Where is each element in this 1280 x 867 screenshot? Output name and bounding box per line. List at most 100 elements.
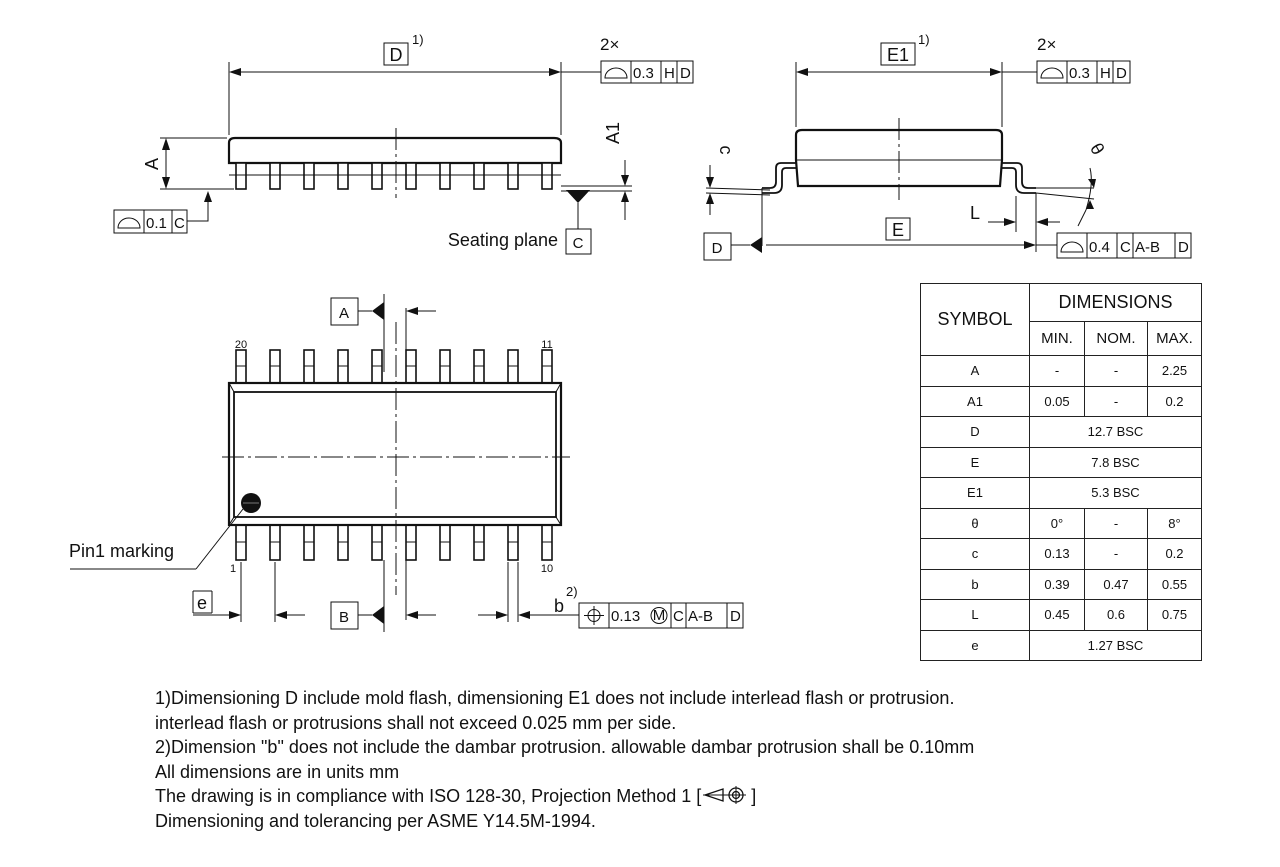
- svg-text:H: H: [664, 65, 675, 82]
- cell-max: 8°: [1147, 507, 1202, 539]
- note-line-3: 2)Dimension "b" does not include the dam…: [155, 737, 975, 757]
- note-line-6: Dimensioning and tolerancing per ASME Y1…: [155, 810, 596, 831]
- cell-bsc: 1.27 BSC: [1029, 629, 1202, 661]
- svg-text:D: D: [730, 608, 741, 625]
- cell-symbol: c: [920, 538, 1030, 570]
- profile-frame-A: 0.1 C: [113, 191, 212, 234]
- cell-nom: -: [1084, 385, 1148, 417]
- datum-A-box: [330, 297, 359, 326]
- note-line-4: All dimensions are in units mm: [155, 761, 400, 782]
- first-angle-projection-icon: [703, 786, 747, 804]
- cell-min: 0.45: [1029, 599, 1085, 631]
- header-max: MAX.: [1147, 321, 1202, 356]
- cell-nom: 0.6: [1084, 599, 1148, 631]
- header-dimensions: DIMENSIONS: [1029, 283, 1202, 322]
- dim-D-box: [383, 42, 409, 66]
- header-nom: NOM.: [1084, 321, 1148, 356]
- cell-symbol: e: [920, 629, 1030, 661]
- svg-text:C: C: [174, 215, 185, 232]
- header-min: MIN.: [1029, 321, 1085, 356]
- notes: 1)Dimensioning D include mold flash, dim…: [155, 686, 1265, 833]
- note-line-2: interlead flash or protrusions shall not…: [155, 712, 677, 733]
- svg-text:A-B: A-B: [688, 608, 713, 625]
- svg-text:M: M: [653, 607, 666, 624]
- svg-text:D: D: [1116, 65, 1127, 82]
- dim-E-box: [885, 217, 911, 241]
- side-view-body: [227, 136, 563, 165]
- top-view-body: [227, 381, 563, 527]
- svg-text:D: D: [680, 65, 691, 82]
- profile-frame-top-right: 0.3 H D: [1036, 60, 1131, 84]
- dim-theta-label: θ: [1086, 140, 1108, 159]
- header-symbol: SYMBOL: [920, 283, 1030, 356]
- seating-plane-label: Seating plane: [448, 230, 558, 250]
- side-view-pins: [229, 162, 561, 190]
- cell-symbol: θ: [920, 507, 1030, 539]
- pin-number-1: 1: [230, 563, 236, 575]
- cell-nom: 0.47: [1084, 568, 1148, 600]
- table-row: A--2.25: [920, 355, 1202, 387]
- dim-L-label: L: [970, 203, 980, 223]
- cell-nom: -: [1084, 507, 1148, 539]
- datum-B-label: B: [339, 609, 349, 626]
- dim-b-label: b: [554, 596, 564, 616]
- svg-text:0.1: 0.1: [146, 215, 167, 232]
- note-line-1: 1)Dimensioning D include mold flash, dim…: [155, 688, 955, 708]
- svg-text:C: C: [1120, 239, 1131, 256]
- pin-number-20: 20: [235, 339, 247, 351]
- cell-min: 0°: [1029, 507, 1085, 539]
- svg-text:H: H: [1100, 65, 1111, 82]
- dim-E1-label: E1: [887, 45, 909, 65]
- cell-bsc: 7.8 BSC: [1029, 446, 1202, 478]
- cell-symbol: D: [920, 416, 1030, 448]
- datum-D-label: D: [712, 240, 723, 257]
- svg-text:0.13: 0.13: [611, 608, 640, 625]
- count-2x-top-left: 2×: [600, 35, 619, 54]
- dim-A-label: A: [142, 158, 162, 170]
- dim-D-note: 1): [412, 32, 424, 47]
- cell-max: 0.2: [1147, 385, 1202, 417]
- pin-number-11: 11: [541, 339, 552, 351]
- dim-c-label: c: [716, 146, 736, 155]
- pin-number-10: 10: [541, 563, 553, 575]
- profile-frame-top-left: 0.3 H D: [600, 60, 694, 84]
- side-view: D 1) 2× 0.3 H D A A1 C: [113, 32, 694, 255]
- cell-max: 0.75: [1147, 599, 1202, 631]
- cell-symbol: A: [920, 355, 1030, 387]
- datum-A-label: A: [339, 305, 349, 322]
- cell-nom: -: [1084, 355, 1148, 387]
- svg-text:C: C: [673, 608, 684, 625]
- position-frame-b: 0.13 M C A-B D: [578, 602, 744, 629]
- datum-D-box: [703, 232, 732, 261]
- cell-symbol: E1: [920, 477, 1030, 509]
- cell-min: 0.13: [1029, 538, 1085, 570]
- cell-max: 0.2: [1147, 538, 1202, 570]
- dim-b-note: 2): [566, 584, 578, 599]
- cell-max: 2.25: [1147, 355, 1202, 387]
- svg-text:A-B: A-B: [1135, 239, 1160, 256]
- top-view-pins-upper: [235, 349, 553, 384]
- dimensions-table: SYMBOL DIMENSIONS MIN. NOM. MAX. A--2.25…: [920, 283, 1202, 661]
- datum-C-label: C: [573, 235, 584, 252]
- cell-nom: -: [1084, 538, 1148, 570]
- cell-symbol: b: [920, 568, 1030, 600]
- count-2x-top-right: 2×: [1037, 35, 1056, 54]
- cell-bsc: 12.7 BSC: [1029, 416, 1202, 448]
- cell-symbol: L: [920, 599, 1030, 631]
- cell-min: -: [1029, 355, 1085, 387]
- dim-E1-box: [880, 42, 916, 66]
- cell-bsc: 5.3 BSC: [1029, 477, 1202, 509]
- top-view: 20 11 1 10 Pin1 marking A B e: [69, 294, 744, 632]
- dim-e-label: e: [197, 593, 207, 613]
- pin1-marking-label: Pin1 marking: [69, 541, 174, 561]
- svg-text:0.4: 0.4: [1089, 239, 1110, 256]
- datum-B-box: [330, 601, 359, 630]
